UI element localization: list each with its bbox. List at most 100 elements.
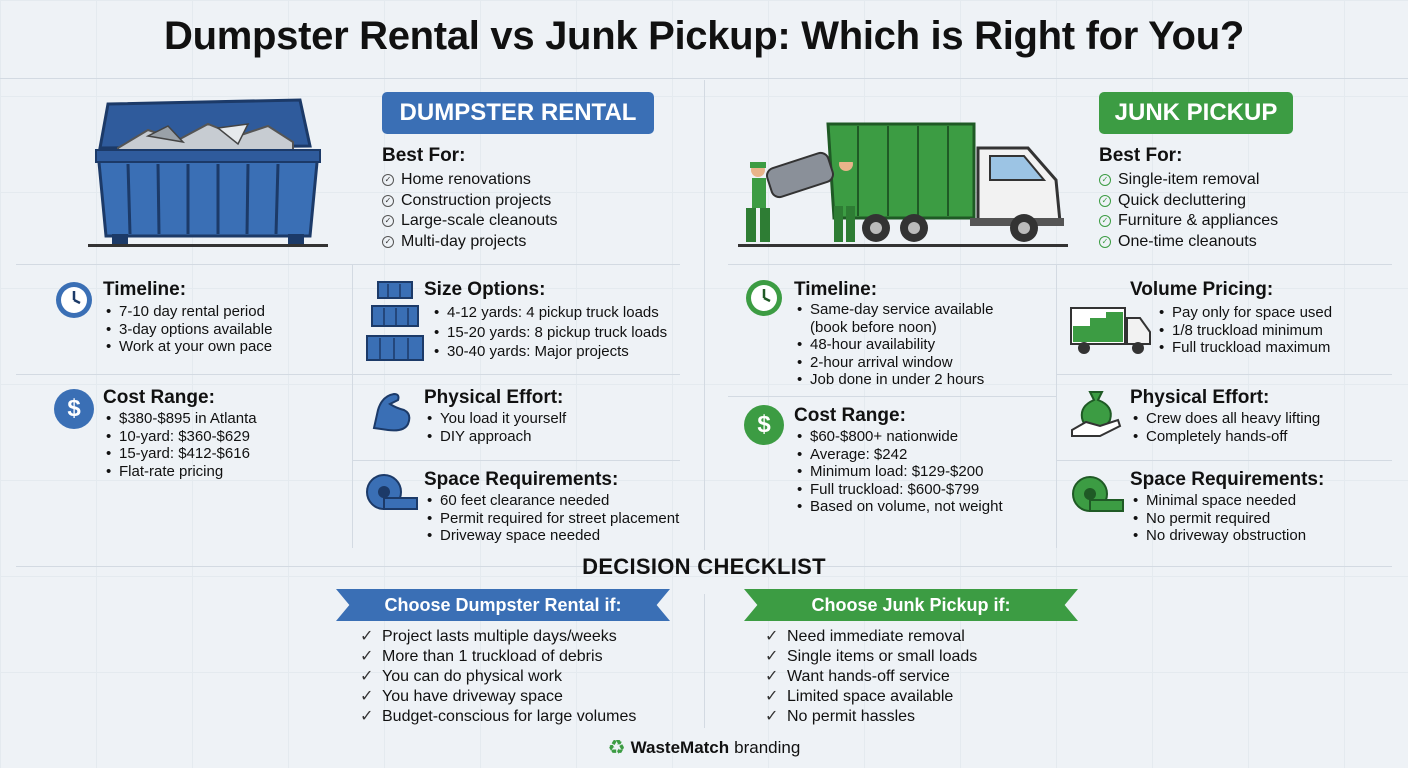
list-item: ✓Quick decluttering <box>1099 191 1278 212</box>
left-lower-divider <box>352 460 680 461</box>
right-col-divider <box>1056 264 1057 548</box>
right-mid-divider <box>728 396 1056 397</box>
junk-timeline-list: Same-day service available (book before … <box>794 301 1034 389</box>
list-item: 60 feet clearance needed <box>424 492 679 510</box>
check-circle-icon: ✓ <box>1099 194 1111 207</box>
list-item: 10-yard: $360-$629 <box>103 428 257 446</box>
list-item: Full truckload maximum <box>1156 339 1332 357</box>
junk-effort-title: Physical Effort: <box>1130 387 1270 408</box>
check-circle-icon: ✓ <box>382 194 394 207</box>
list-item: ✓Single-item removal <box>1099 170 1278 191</box>
flexed-arm-icon <box>368 388 414 439</box>
list-item: ✓Project lasts multiple days/weeks <box>360 628 617 645</box>
list-item: 15-yard: $412-$616 <box>103 445 257 463</box>
dollar-icon: $ <box>744 405 784 445</box>
list-item: ✓Budget-conscious for large volumes <box>360 708 637 725</box>
dumpster-best-for-title: Best For: <box>382 145 466 166</box>
junk-best-for-title: Best For: <box>1099 145 1183 166</box>
list-item: Completely hands-off <box>1130 428 1320 446</box>
list-item: 30-40 yards: Major projects <box>431 342 667 362</box>
list-item: No permit required <box>1130 510 1306 528</box>
list-item: Driveway space needed <box>424 527 679 545</box>
junk-truck-illustration <box>738 118 1068 248</box>
list-item: 15-20 yards: 8 pickup truck loads <box>431 323 667 343</box>
right-mid-divider-2 <box>1056 374 1392 375</box>
dumpster-timeline-list: 7-10 day rental period 3-day options ava… <box>103 303 272 356</box>
dumpster-effort-title: Physical Effort: <box>424 387 564 408</box>
junk-effort-list: Crew does all heavy lifting Completely h… <box>1130 410 1320 445</box>
brand-name: WasteMatch <box>630 738 730 757</box>
list-item: ✓One-time cleanouts <box>1099 232 1278 253</box>
list-item: Minimum load: $129-$200 <box>794 463 1003 481</box>
list-item: 48-hour availability <box>794 336 1034 354</box>
check-circle-icon: ✓ <box>382 215 394 228</box>
choose-dumpster-ribbon: Choose Dumpster Rental if: <box>336 589 670 621</box>
dumpster-best-for-list: ✓Home renovations ✓Construction projects… <box>382 170 558 252</box>
list-item: ✓Single items or small loads <box>765 648 978 665</box>
left-col-divider <box>352 264 353 548</box>
footer-branding: ♻ WasteMatch branding <box>0 738 1408 758</box>
clock-icon <box>54 280 94 325</box>
check-circle-icon: ✓ <box>382 235 394 248</box>
dumpster-size-list: 4-12 yards: 4 pickup truck loads 15-20 y… <box>431 303 667 362</box>
checkmark-icon: ✓ <box>360 668 374 685</box>
list-item: 7-10 day rental period <box>103 303 272 321</box>
list-item: ✓Need immediate removal <box>765 628 965 645</box>
checkmark-icon: ✓ <box>765 668 779 685</box>
title-divider <box>0 78 1408 79</box>
list-item: ✓Multi-day projects <box>382 232 558 253</box>
choose-junk-list: ✓Need immediate removal ✓Single items or… <box>765 627 977 727</box>
list-item: $380-$895 in Atlanta <box>103 410 257 428</box>
list-item: Permit required for street placement <box>424 510 679 528</box>
list-item: Minimal space needed <box>1130 492 1306 510</box>
checkmark-icon: ✓ <box>360 688 374 705</box>
dumpster-size-title: Size Options: <box>424 279 546 300</box>
dumpster-space-list: 60 feet clearance needed Permit required… <box>424 492 679 545</box>
list-item: ✓Home renovations <box>382 170 558 191</box>
list-item: 2-hour arrival window <box>794 354 1034 372</box>
list-item: 3-day options available <box>103 321 272 339</box>
check-circle-icon: ✓ <box>1099 174 1111 187</box>
check-circle-icon: ✓ <box>1099 215 1111 228</box>
junk-space-title: Space Requirements: <box>1130 469 1325 490</box>
list-item: Full truckload: $600-$799 <box>794 481 1003 499</box>
list-item: 4-12 yards: 4 pickup truck loads <box>431 303 667 323</box>
dumpster-sizes-icon <box>366 280 424 369</box>
list-item: Based on volume, not weight <box>794 498 1003 516</box>
list-item: ✓Construction projects <box>382 191 558 212</box>
dollar-icon: $ <box>54 389 94 429</box>
tape-measure-icon <box>1070 474 1124 519</box>
list-item: Pay only for space used <box>1156 304 1332 322</box>
junk-volume-title: Volume Pricing: <box>1130 279 1274 300</box>
right-lower-divider <box>1056 460 1392 461</box>
decision-center-divider <box>704 594 705 728</box>
checkmark-icon: ✓ <box>360 708 374 725</box>
money-bag-hand-icon <box>1070 386 1122 443</box>
choose-junk-ribbon: Choose Junk Pickup if: <box>744 589 1078 621</box>
checkmark-icon: ✓ <box>765 688 779 705</box>
list-item: ✓You have driveway space <box>360 688 563 705</box>
decision-divider <box>16 566 1392 567</box>
clock-icon <box>744 278 784 323</box>
dumpster-rental-header: DUMPSTER RENTAL <box>382 92 654 134</box>
junk-space-list: Minimal space needed No permit required … <box>1130 492 1306 545</box>
decision-checklist-title: DECISION CHECKLIST <box>582 554 826 579</box>
list-item: You load it yourself <box>424 410 566 428</box>
checkmark-icon: ✓ <box>360 648 374 665</box>
list-item: ✓More than 1 truckload of debris <box>360 648 603 665</box>
checkmark-icon: ✓ <box>765 628 779 645</box>
list-item: Flat-rate pricing <box>103 463 257 481</box>
list-item: No driveway obstruction <box>1130 527 1306 545</box>
dumpster-cost-title: Cost Range: <box>103 387 215 408</box>
list-item: Same-day service available (book before … <box>794 301 1034 336</box>
checkmark-icon: ✓ <box>765 648 779 665</box>
list-item: ✓Limited space available <box>765 688 954 705</box>
list-item: ✓Want hands-off service <box>765 668 950 685</box>
junk-pickup-header: JUNK PICKUP <box>1099 92 1293 134</box>
list-item: $60-$800+ nationwide <box>794 428 1003 446</box>
list-item: ✓No permit hassles <box>765 708 916 725</box>
list-item: ✓You can do physical work <box>360 668 562 685</box>
list-item: ✓Furniture & appliances <box>1099 211 1278 232</box>
brand-suffix: branding <box>734 738 801 757</box>
junk-volume-list: Pay only for space used 1/8 truckload mi… <box>1156 304 1332 357</box>
